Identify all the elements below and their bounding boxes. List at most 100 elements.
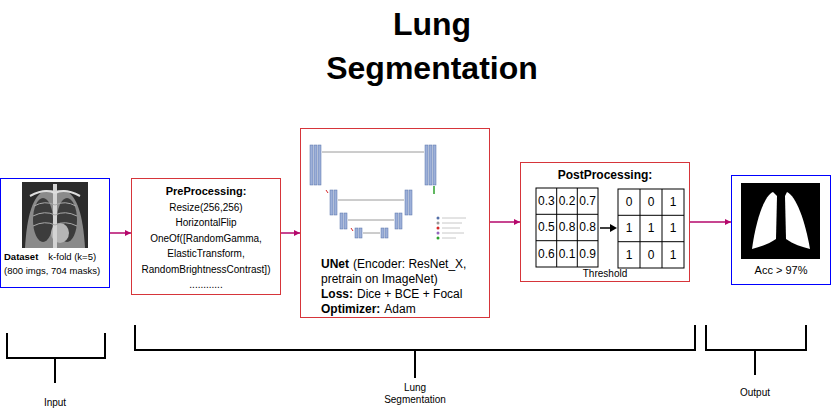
matrix-cell: 1 (662, 215, 684, 241)
unet-layer (395, 213, 398, 229)
matrix-cell: 0.9 (577, 241, 598, 267)
segmentation-bracket (135, 325, 695, 378)
input-box: Dataset k-fold (k=5) (800 imgs, 704 masks) (0, 178, 110, 288)
unet-layer (385, 228, 388, 238)
unet-layer (409, 190, 412, 215)
unet-layer (381, 228, 384, 238)
unet-layer (359, 228, 362, 238)
threshold-arrowhead (610, 224, 617, 232)
matrix-cell: 1 (618, 215, 640, 241)
matrix-cell: 0.8 (557, 214, 578, 240)
body-text: Acc > 97% (755, 264, 808, 276)
text-line: HorizontalFlip (134, 214, 278, 230)
unet-layer (310, 145, 313, 185)
text-line: Dataset k-fold (k=5) (4, 249, 106, 263)
xray-ribs (33, 203, 77, 226)
unet-layer (429, 145, 432, 185)
legend-dot (437, 227, 440, 230)
matrix-cell: 0.7 (577, 188, 598, 214)
skip-connection (322, 152, 424, 233)
body-text: Resize(256,256) (169, 202, 242, 213)
input-bracket (7, 333, 105, 383)
xray-ground (22, 182, 88, 248)
flow-arrow (490, 221, 520, 223)
flow-arrow (281, 232, 300, 234)
process-box: PreProcessing: Resize(256,256) HorizontalF… (131, 178, 281, 295)
text-line: PreProcessing: (134, 183, 278, 199)
output-bracket (706, 325, 806, 375)
unet-layer (340, 213, 343, 229)
xray-spine (53, 184, 57, 248)
text-line: Acc > 97% (734, 262, 828, 277)
heading-text: Optimizer: (321, 302, 380, 316)
text-line: PostProcessing: (523, 168, 687, 181)
legend-dot (437, 217, 440, 220)
grid-frame (536, 188, 598, 267)
grid-lines (536, 188, 598, 267)
matrix-cell: 0.8 (577, 214, 598, 240)
matrix-cell: 1 (662, 189, 684, 215)
matrix-cell: 0.2 (557, 188, 578, 214)
body-text: HorizontalFlip (175, 217, 236, 228)
text-line: Loss: Dice + BCE + Focal (321, 286, 481, 301)
mask-ground (741, 183, 820, 259)
legend-dot (437, 237, 440, 240)
unet-layer (330, 190, 333, 215)
matrix-cell: 0 (640, 242, 662, 268)
text-line: ............ (134, 276, 278, 292)
matrix-cell: 0 (640, 189, 662, 215)
mask-lung (752, 192, 777, 249)
matrix-grids (536, 188, 684, 268)
matrix-cell: 0.5 (536, 214, 557, 240)
text-line: Threshold (523, 266, 687, 280)
matrix-cell: 0.3 (536, 188, 557, 214)
body-text: OneOf([RandomGamma, ElasticTransform, Ra… (142, 233, 271, 275)
output-conv (433, 186, 435, 194)
flow-arrow (110, 232, 131, 234)
body-text: Dice + BCE + Focal (357, 287, 462, 301)
grid-frame (618, 189, 684, 268)
heading-text: PostProcessing: (558, 168, 653, 182)
unet-layer (314, 145, 317, 185)
pool-arrow (326, 190, 353, 231)
threshold-arrow (600, 227, 611, 229)
unet-layer (399, 213, 402, 229)
unet-layer (425, 145, 428, 185)
xray-picture (22, 182, 88, 248)
matrix-cell: 1 (618, 242, 640, 268)
section-label: Lung Segmentation (380, 380, 450, 408)
text-line: UNet(Encoder: ResNet_X, pretrain on Imag… (321, 256, 481, 286)
legend-dot (437, 222, 440, 225)
unet-layer (334, 190, 337, 215)
body-text: (800 imgs, 704 masks) (4, 265, 100, 276)
body-text: k-fold (k=5) (48, 251, 96, 262)
heading-text: Dataset (4, 251, 38, 262)
legend-scribble (442, 218, 466, 238)
text-line: Optimizer: Adam (321, 301, 481, 316)
mask-lung (785, 192, 810, 249)
section-label: Output (720, 386, 790, 400)
flow-arrow (690, 221, 731, 223)
mask-picture (741, 183, 820, 259)
output-box: Acc > 97% (731, 175, 831, 285)
body-text: ............ (189, 279, 222, 290)
text-line: OneOf([RandomGamma, ElasticTransform, Ra… (134, 230, 278, 277)
unet-layer (355, 228, 358, 238)
matrix-cell: 0.6 (536, 241, 557, 267)
legend-dot (437, 232, 440, 235)
grid-lines (618, 189, 684, 268)
body-text: Adam (384, 302, 415, 316)
matrix-cell: 1 (662, 242, 684, 268)
matrix-cell: 0 (618, 189, 640, 215)
matrix-cell: 1 (640, 215, 662, 241)
matrix-cell: 0.1 (557, 241, 578, 267)
text-line: (800 imgs, 704 masks) (4, 263, 106, 277)
unet-layer (344, 213, 347, 229)
heading-text: UNet (321, 257, 349, 271)
unet-picture (310, 145, 466, 240)
xray-clavicle (30, 191, 80, 196)
heading-text: Loss: (321, 287, 353, 301)
diagram-title: Lung Segmentation (302, 2, 562, 90)
unet-layer (433, 145, 436, 185)
